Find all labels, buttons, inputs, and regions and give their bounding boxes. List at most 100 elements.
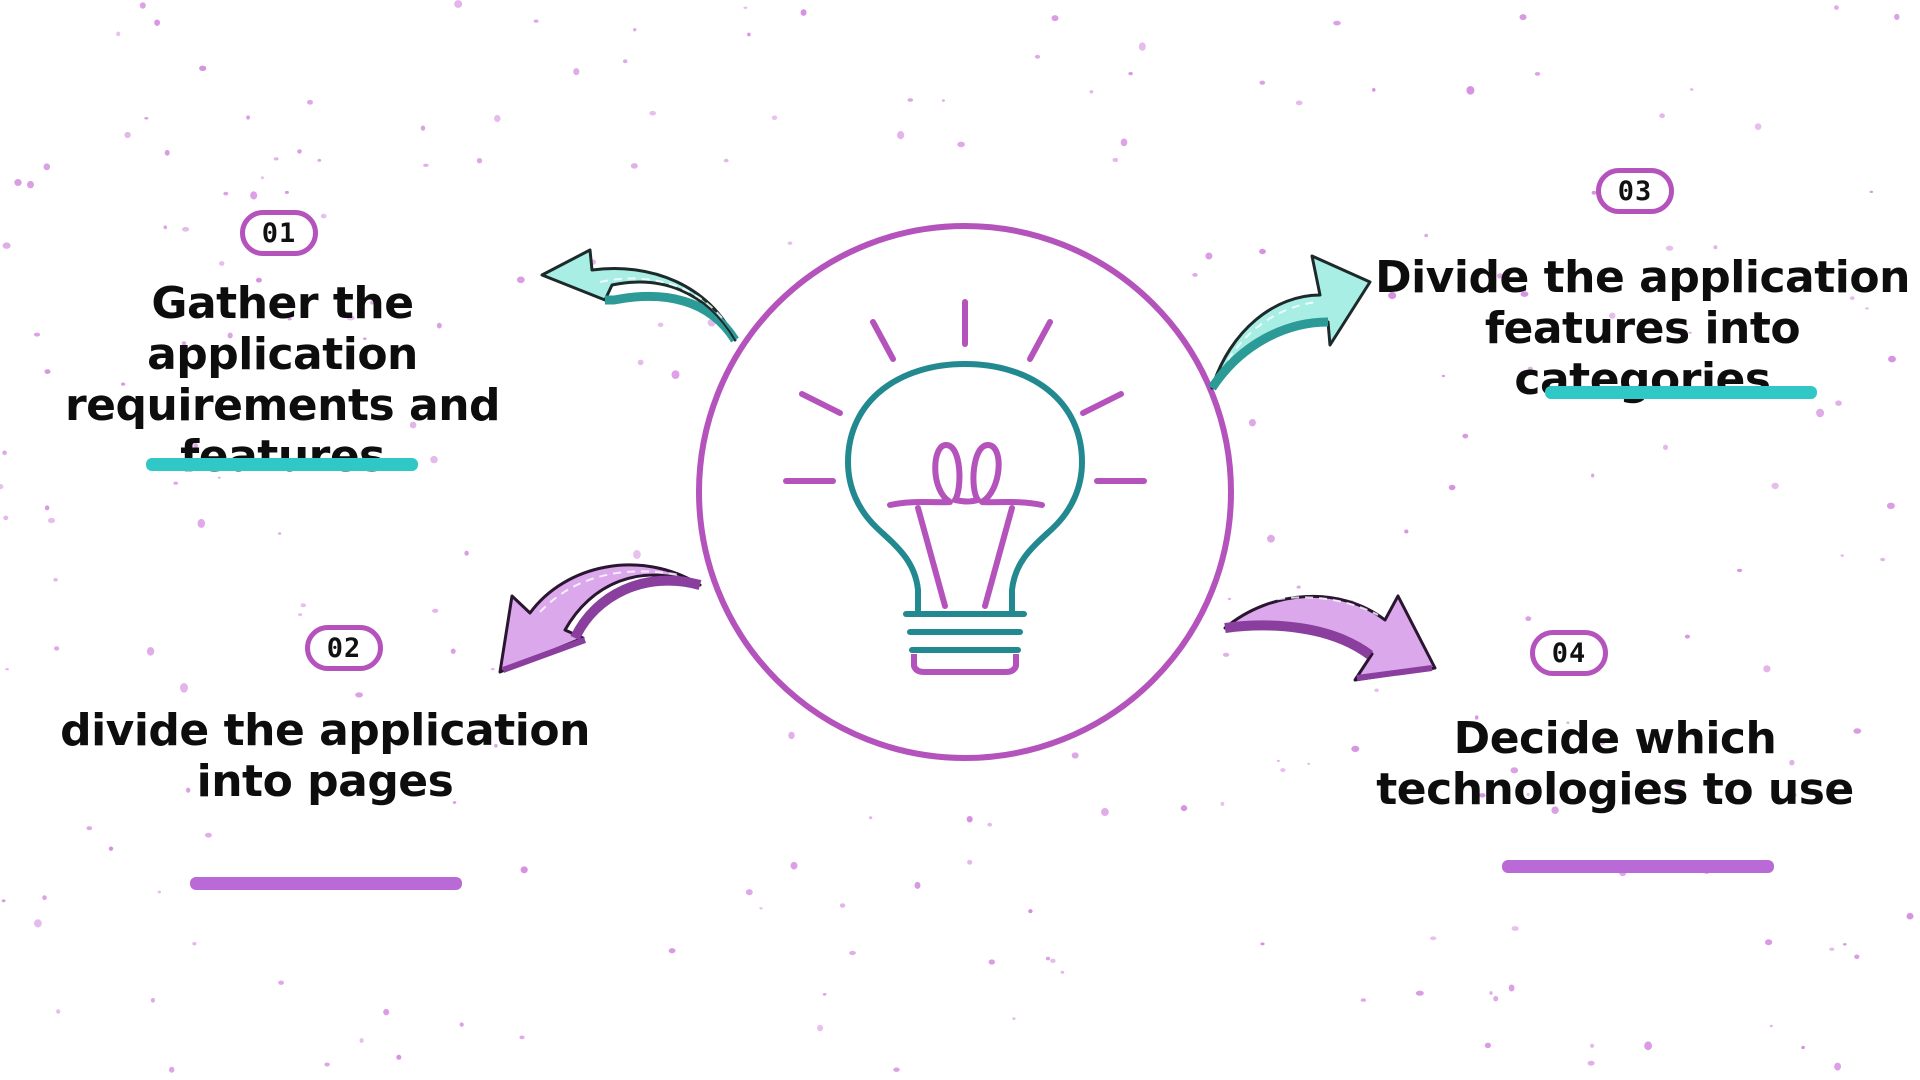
speckle-dot <box>1590 1043 1595 1048</box>
speckle-dot <box>182 226 190 232</box>
speckle-dot <box>1248 419 1256 427</box>
speckle-dot <box>1351 745 1360 753</box>
speckle-dot <box>868 816 873 820</box>
speckle-dot <box>787 241 793 245</box>
speckle-dot <box>849 950 856 956</box>
speckle-dot <box>745 889 753 896</box>
speckle-dot <box>363 337 367 340</box>
speckle-dot <box>1834 1062 1841 1071</box>
speckle-dot <box>1551 806 1559 814</box>
speckle-dot <box>516 276 525 284</box>
speckle-dot <box>1374 688 1379 693</box>
speckle-dot <box>204 832 212 838</box>
speckle-dot <box>157 890 161 894</box>
speckle-dot <box>297 149 302 154</box>
speckle-dot <box>1474 715 1479 720</box>
speckle-dot <box>163 225 168 230</box>
speckle-dot <box>14 179 22 186</box>
speckle-dot <box>298 613 303 616</box>
speckle-dot <box>633 550 641 559</box>
speckle-dot <box>34 919 42 928</box>
step-number-badge-01: 01 <box>240 210 318 256</box>
speckle-dot <box>300 603 307 608</box>
speckle-dot <box>476 158 483 164</box>
speckle-dot <box>278 980 284 985</box>
step-text-line: features <box>180 431 385 482</box>
speckle-dot <box>1769 1024 1773 1028</box>
speckle-dot <box>227 332 233 339</box>
curved-arrow-right-down-icon <box>1223 594 1437 682</box>
speckle-dot <box>164 149 170 156</box>
speckle-dot <box>324 1062 330 1067</box>
speckle-dot <box>116 31 121 37</box>
speckle-dot <box>1525 616 1532 622</box>
speckle-dot <box>1462 433 1469 439</box>
speckle-dot <box>657 322 664 327</box>
speckle-dot <box>1587 1060 1595 1066</box>
step-underline-03 <box>1545 386 1817 399</box>
speckle-dot <box>150 997 155 1003</box>
speckle-dot <box>2 242 11 249</box>
speckle-dot <box>180 683 188 693</box>
speckle-dot <box>1060 970 1065 974</box>
speckle-dot <box>1089 90 1094 94</box>
speckle-dot <box>907 98 914 102</box>
speckle-dot <box>0 483 4 490</box>
speckle-dot <box>1765 939 1773 946</box>
speckle-dot <box>1534 72 1541 76</box>
speckle-dot <box>966 816 973 823</box>
speckle-dot <box>54 646 60 651</box>
speckle-dot <box>1012 1017 1016 1020</box>
speckle-dot <box>47 517 56 524</box>
step-text-01: Gather the application requirements and … <box>20 278 545 482</box>
speckle-dot <box>1888 355 1896 363</box>
speckle-dot <box>533 19 539 23</box>
speckle-dot <box>1227 597 1231 601</box>
step-number-badge-04: 04 <box>1530 630 1608 676</box>
speckle-dot <box>1520 291 1529 297</box>
speckle-dot <box>1842 943 1847 946</box>
speckle-dot <box>1028 909 1033 914</box>
speckle-dot <box>1510 767 1519 774</box>
speckle-dot <box>1205 252 1213 260</box>
speckle-dot <box>1591 190 1597 195</box>
step-text-line: requirements and <box>64 380 501 431</box>
speckle-dot <box>1869 190 1874 193</box>
speckle-dot <box>1693 730 1701 738</box>
speckle-dot <box>250 191 258 200</box>
speckle-dot <box>346 315 355 321</box>
speckle-dot <box>1192 273 1198 277</box>
speckle-dot <box>1663 444 1668 450</box>
speckle-dot <box>53 578 58 582</box>
speckle-dot <box>192 942 197 946</box>
speckle-dot <box>1034 54 1041 59</box>
speckle-dot <box>43 163 51 171</box>
step-number-badge-03: 03 <box>1596 168 1674 214</box>
speckle-dot <box>124 131 131 139</box>
step-text-03: Divide the application features into cat… <box>1370 252 1915 405</box>
speckle-dot <box>1527 366 1533 371</box>
speckle-dot <box>723 158 729 163</box>
speckle-dot <box>1333 20 1341 26</box>
speckle-dot <box>494 743 498 748</box>
speckle-dot <box>1771 482 1779 490</box>
speckle-dot <box>44 505 50 511</box>
step-text-line: Decide which <box>1453 713 1777 764</box>
speckle-dot <box>284 190 289 194</box>
speckle-dot <box>423 163 429 167</box>
speckle-dot <box>359 1038 364 1043</box>
speckle-dot <box>1259 248 1266 255</box>
speckle-dot <box>957 141 965 148</box>
speckle-dot <box>790 861 798 870</box>
speckle-dot <box>897 131 905 140</box>
speckle-dot <box>1644 1041 1652 1051</box>
step-number-badge-02: 02 <box>305 625 383 671</box>
speckle-dot <box>199 65 207 72</box>
speckle-dot <box>637 359 644 366</box>
speckle-dot <box>1880 557 1886 562</box>
speckle-dot <box>490 667 495 671</box>
speckle-dot <box>420 125 426 131</box>
speckle-dot <box>1296 585 1301 589</box>
